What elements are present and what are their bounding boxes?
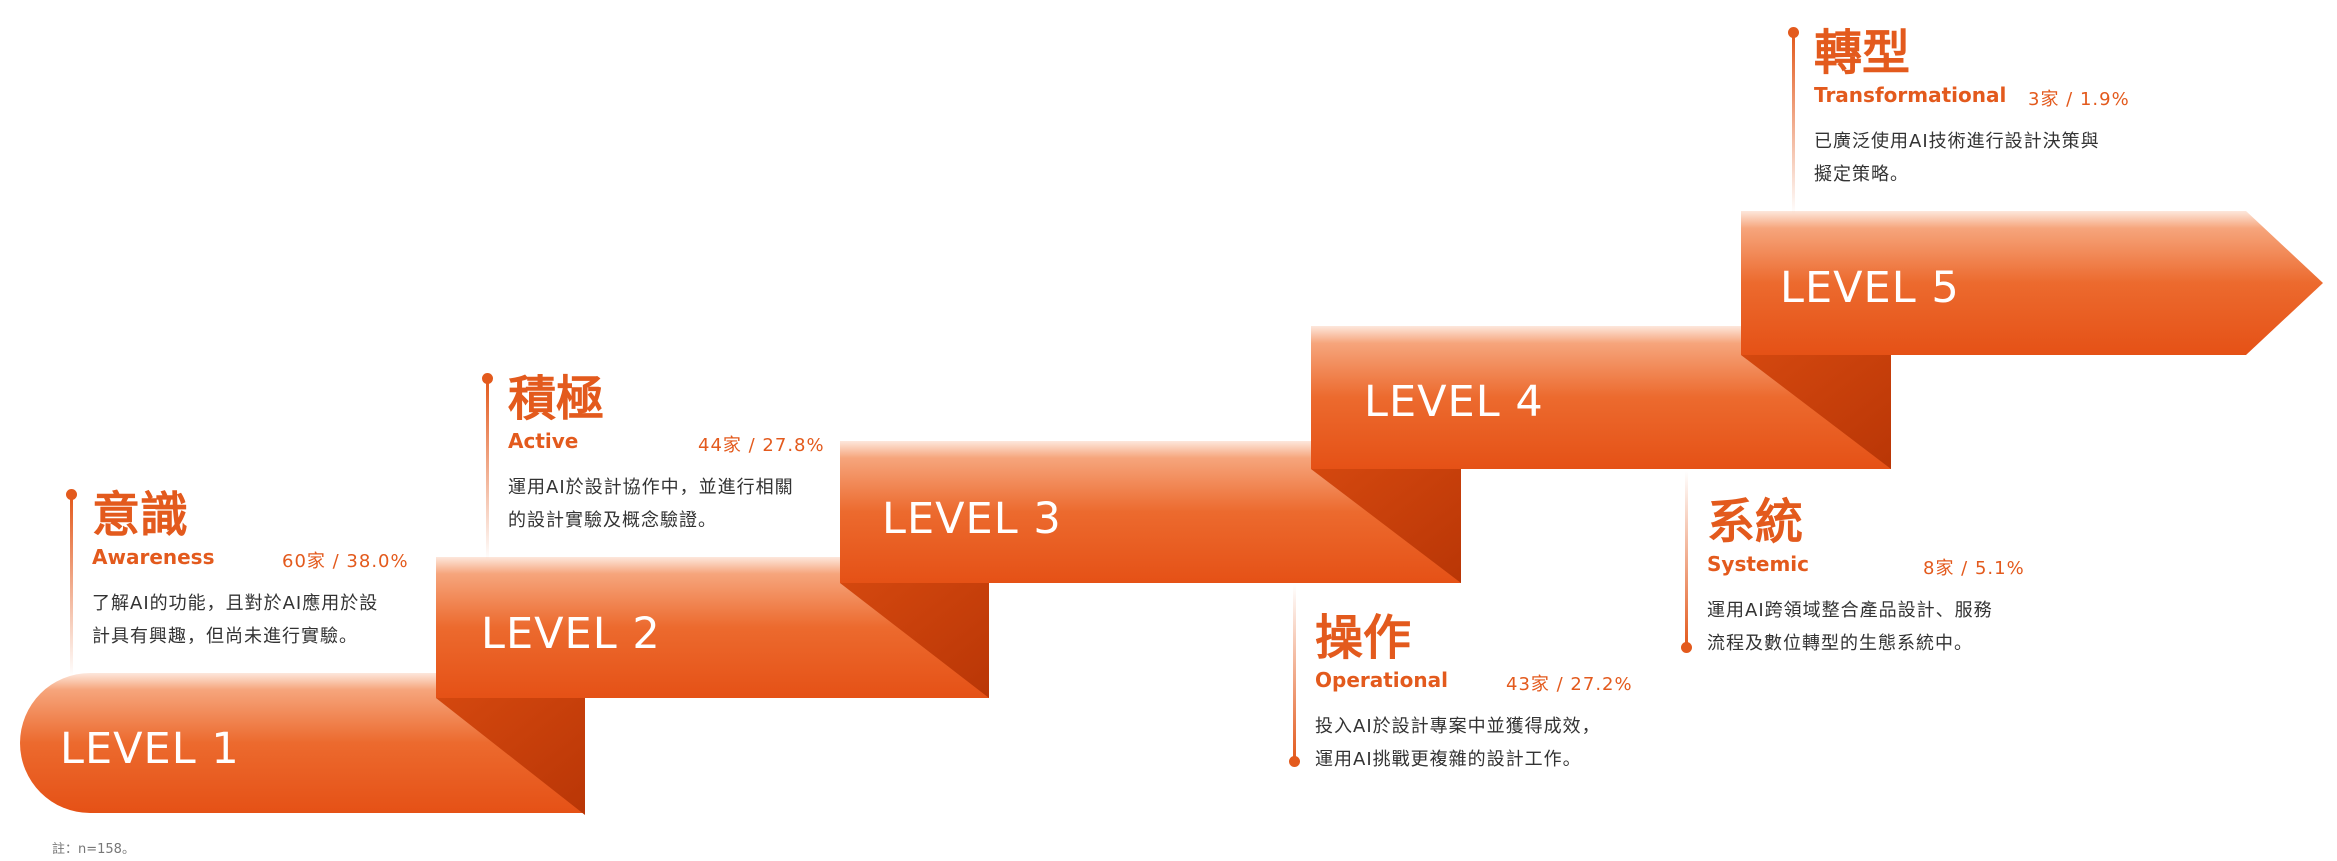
operational-title: 操作 — [1315, 610, 1412, 666]
active-annotation: 積極 Active 44家 / 27.8% 運用AI於設計協作中，並進行相關 的… — [486, 371, 826, 531]
systemic-annotation: 系統 Systemic 8家 / 5.1% 運用AI跨領域整合產品設計、服務 流… — [1685, 494, 2025, 654]
awareness-marker-line — [70, 496, 73, 676]
level-1-label: LEVEL 1 — [60, 724, 240, 774]
transformational-subtitle: Transformational — [1814, 83, 2007, 107]
awareness-subtitle: Awareness — [92, 545, 215, 569]
active-desc-line-2: 的設計實驗及概念驗證。 — [508, 510, 717, 531]
systemic-marker-line — [1685, 471, 1688, 646]
awareness-annotation: 意識 Awareness 60家 / 38.0% 了解AI的功能，且對於AI應用… — [70, 487, 410, 647]
operational-marker-line — [1293, 585, 1296, 760]
active-description: 運用AI於設計協作中，並進行相關 的設計實驗及概念驗證。 — [508, 471, 794, 537]
level-5-fold — [1741, 355, 1891, 469]
level-2-label: LEVEL 2 — [481, 609, 661, 659]
systemic-title: 系統 — [1707, 494, 1804, 550]
sample-size-note: 註：n=158。 — [52, 842, 135, 857]
level-5-band — [1741, 211, 2323, 355]
operational-desc-line-1: 投入AI於設計專案中並獲得成效， — [1315, 716, 1601, 737]
active-marker-dot — [482, 373, 493, 384]
transformational-desc-line-1: 已廣泛使用AI技術進行設計決策與 — [1814, 131, 2100, 152]
awareness-desc-line-1: 了解AI的功能，且對於AI應用於設 — [92, 593, 379, 614]
systemic-stat: 8家 / 5.1% — [1923, 558, 2025, 579]
systemic-desc-line-2: 流程及數位轉型的生態系統中。 — [1707, 633, 1973, 654]
operational-desc-line-2: 運用AI挑戰更複雜的設計工作。 — [1315, 749, 1582, 770]
transformational-title: 轉型 — [1814, 25, 1911, 81]
active-title: 積極 — [508, 371, 605, 427]
awareness-stat: 60家 / 38.0% — [282, 551, 409, 572]
operational-stat: 43家 / 27.2% — [1506, 674, 1633, 695]
level-1-band — [20, 673, 585, 813]
level-4-fold — [1311, 469, 1461, 583]
transformational-stat: 3家 / 1.9% — [2028, 89, 2130, 110]
operational-subtitle: Operational — [1315, 668, 1448, 692]
operational-description: 投入AI於設計專案中並獲得成效， 運用AI挑戰更複雜的設計工作。 — [1315, 710, 1601, 776]
systemic-subtitle: Systemic — [1707, 552, 1810, 576]
active-marker-line — [486, 380, 489, 560]
transformational-desc-line-2: 擬定策略。 — [1814, 164, 1909, 185]
level-2-fold — [436, 698, 585, 815]
transformational-annotation: 轉型 Transformational 3家 / 1.9% 已廣泛使用AI技術進… — [1792, 25, 2152, 185]
transformational-description: 已廣泛使用AI技術進行設計決策與 擬定策略。 — [1814, 125, 2100, 191]
level-3-label: LEVEL 3 — [882, 494, 1062, 544]
systemic-desc-line-1: 運用AI跨領域整合產品設計、服務 — [1707, 600, 1993, 621]
operational-annotation: 操作 Operational 43家 / 27.2% 投入AI於設計專案中並獲得… — [1293, 610, 1633, 770]
systemic-description: 運用AI跨領域整合產品設計、服務 流程及數位轉型的生態系統中。 — [1707, 594, 1993, 660]
transformational-marker-line — [1792, 34, 1795, 214]
level-5-label: LEVEL 5 — [1780, 263, 1960, 313]
awareness-marker-dot — [66, 489, 77, 500]
operational-marker-dot — [1289, 756, 1300, 767]
level-4-label: LEVEL 4 — [1364, 377, 1544, 427]
systemic-marker-dot — [1681, 642, 1692, 653]
awareness-description: 了解AI的功能，且對於AI應用於設 計具有興趣，但尚未進行實驗。 — [92, 587, 378, 653]
awareness-title: 意識 — [92, 487, 189, 543]
active-subtitle: Active — [508, 429, 579, 453]
awareness-desc-line-2: 計具有興趣，但尚未進行實驗。 — [92, 626, 358, 647]
active-desc-line-1: 運用AI於設計協作中，並進行相關 — [508, 477, 794, 498]
transformational-marker-dot — [1788, 27, 1799, 38]
active-stat: 44家 / 27.8% — [698, 435, 825, 456]
level-3-fold — [840, 583, 989, 698]
